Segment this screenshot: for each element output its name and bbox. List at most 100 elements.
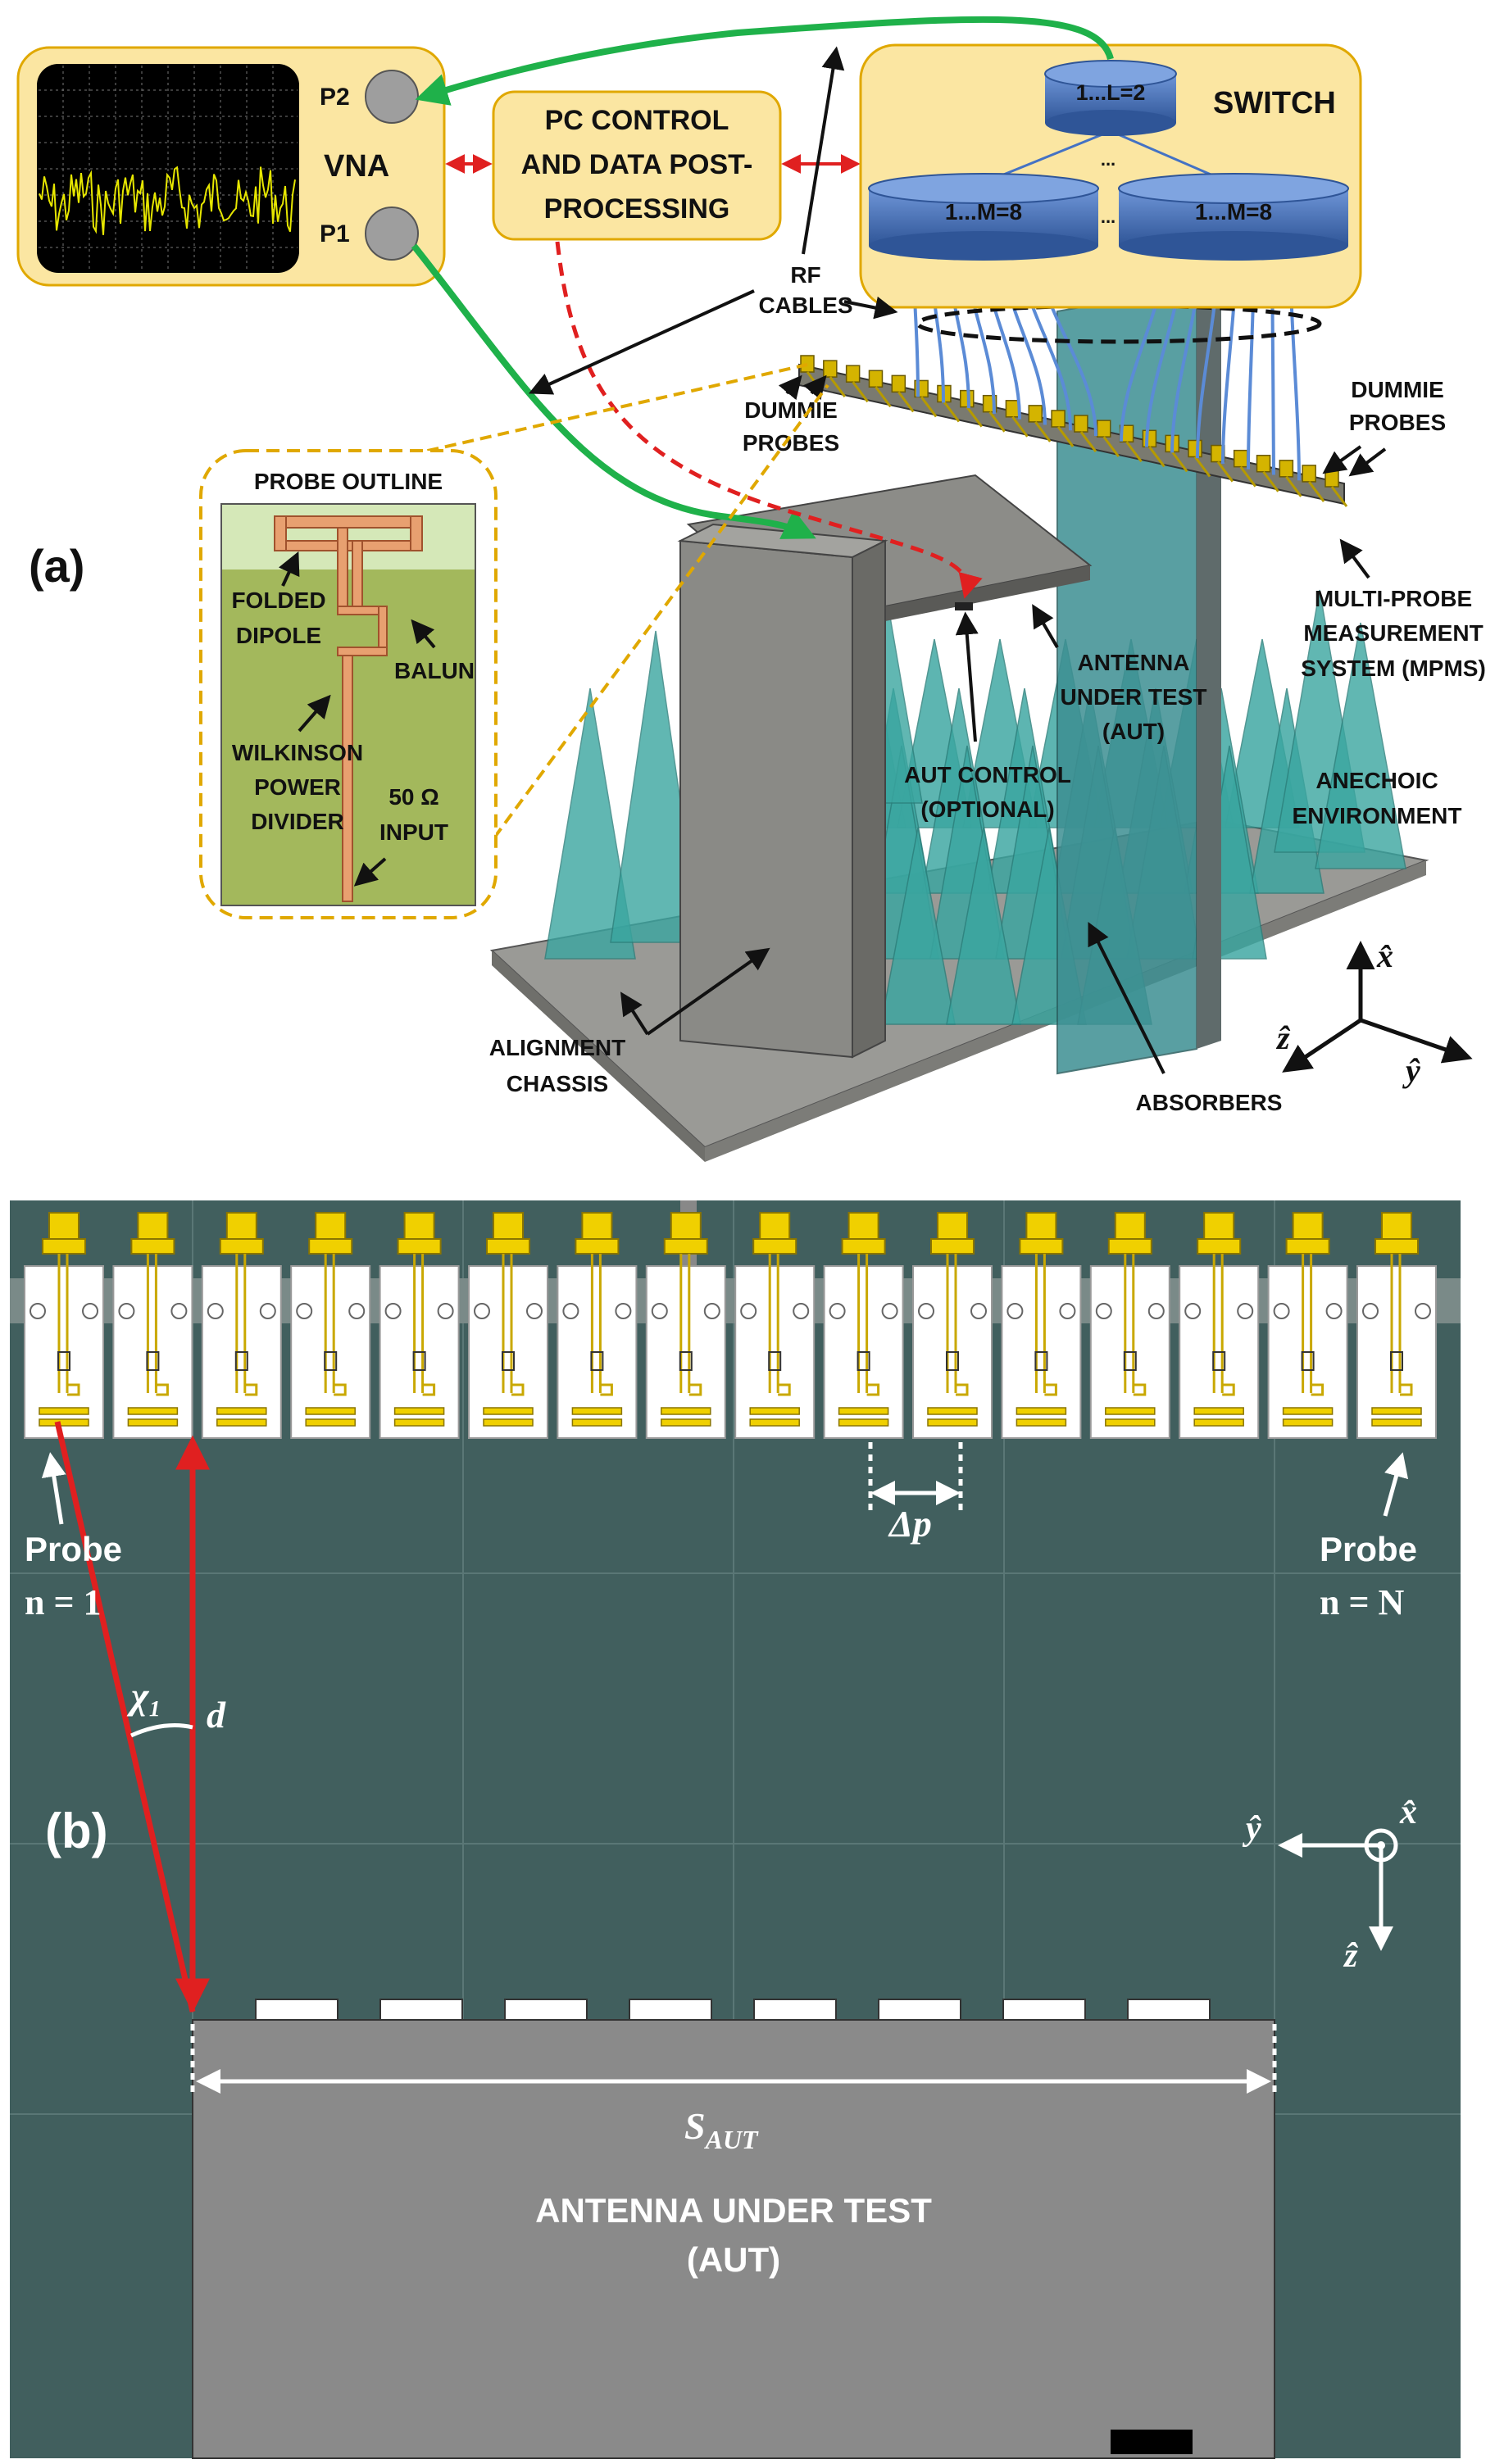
pointer-dummie-right-1: [1322, 445, 1362, 474]
aut-element: [878, 1999, 961, 2022]
probe-connector: [137, 1212, 169, 1241]
s-aut-label: SAUT: [684, 2105, 759, 2154]
probe-mount-hole: [1059, 1303, 1076, 1319]
axis-a-y: ŷ: [1402, 1052, 1420, 1089]
probe-3d-stem: [1307, 481, 1325, 502]
probe-3d-stem: [1330, 486, 1348, 507]
probe-connector: [493, 1212, 524, 1241]
probe-mount-hole: [1006, 1303, 1024, 1319]
switch-dots-mid: ...: [1101, 206, 1116, 227]
probe-last-line2: n = N: [1320, 1582, 1405, 1622]
probe-dipole: [1371, 1418, 1422, 1427]
pc-line1: PC CONTROL: [545, 105, 729, 136]
probe-connector: [403, 1212, 435, 1241]
probe-3d-stem: [1079, 431, 1097, 452]
probe-3d: [1233, 449, 1248, 468]
probe-balun: [688, 1383, 702, 1396]
absorber-pyramid: [610, 630, 702, 943]
probe-mount-hole: [829, 1303, 846, 1319]
probe-dipole: [1105, 1418, 1156, 1427]
probe-mount-hole: [437, 1303, 454, 1319]
probe-connector: [847, 1212, 879, 1241]
probe-dipole: [1193, 1418, 1244, 1427]
aut-element: [753, 1999, 837, 2022]
probe-balun: [422, 1383, 436, 1396]
absorber-pyramid: [544, 687, 636, 960]
probe-divider: [1301, 1351, 1315, 1371]
probe-3d-stem: [897, 391, 915, 413]
probe-balun: [511, 1383, 525, 1396]
probe-mount-hole: [296, 1303, 313, 1319]
balun-label: BALUN: [394, 658, 475, 683]
red-dashed-control: [555, 241, 983, 599]
dummie-left-line2: PROBES: [743, 430, 839, 456]
probe-dipole: [1282, 1418, 1334, 1427]
probe-connector: [1203, 1212, 1235, 1241]
chi-arc: [129, 1723, 193, 1738]
probe-3d-stem: [829, 376, 847, 397]
probe-array-top-view: [24, 1212, 1437, 1439]
probe-mount-hole: [1273, 1303, 1290, 1319]
probe-connector-base: [930, 1238, 975, 1255]
absorber-pyramid: [946, 827, 1021, 1025]
wilkinson-line3: DIVIDER: [251, 809, 344, 834]
dummie-left-line1: DUMMIE: [744, 397, 838, 423]
axis-b-x: x̂: [1399, 1794, 1417, 1831]
wilkinson-line1: WILKINSON: [232, 740, 363, 765]
probe-divider: [857, 1351, 870, 1371]
probe-balun: [778, 1383, 791, 1396]
dummie-right-line1: DUMMIE: [1351, 377, 1444, 402]
probe-mount-hole: [207, 1303, 224, 1319]
aut-element: [1002, 1999, 1086, 2022]
probe-connector-base: [486, 1238, 530, 1255]
absorber-pyramid: [880, 827, 956, 1025]
dummie-right-line2: PROBES: [1349, 410, 1446, 435]
pointer-probe-first: [41, 1452, 66, 1525]
probe-mount-hole: [1237, 1303, 1254, 1319]
probe-3d-stem: [920, 396, 938, 418]
probe-divider: [679, 1351, 693, 1371]
panel-b-label: (b): [45, 1804, 108, 1858]
anechoic-line1: ANECHOIC: [1315, 768, 1438, 793]
rf-cables-line2: CABLES: [758, 293, 852, 318]
probe-connector: [670, 1212, 702, 1241]
probe-dipole: [749, 1418, 800, 1427]
probe-3d-stem: [1034, 420, 1052, 442]
probe-mount-hole: [740, 1303, 757, 1319]
probe-mount-hole: [881, 1303, 898, 1319]
probe-dipole: [571, 1418, 623, 1427]
folded-dipole-line1: FOLDED: [231, 588, 325, 613]
probe-3d: [800, 355, 815, 373]
probe-connector-base: [841, 1238, 886, 1255]
pointer-alignment: [646, 947, 770, 1036]
probe-dipole: [1193, 1407, 1244, 1415]
probe-dipole: [749, 1407, 800, 1415]
rf-cables-line1: RF: [790, 262, 820, 288]
red-slant-line: [54, 1421, 196, 2012]
aut-line2: UNDER TEST: [1061, 684, 1207, 710]
probe-3d: [1142, 429, 1157, 448]
probe-mount-hole: [651, 1303, 668, 1319]
probe-connector: [759, 1212, 791, 1241]
probe-balun: [1044, 1383, 1057, 1396]
switch-level2a-label: 1...M=8: [945, 199, 1022, 225]
absorbers-label: ABSORBERS: [1136, 1090, 1283, 1115]
aut-connector: [1111, 2430, 1193, 2454]
d-label: d: [207, 1694, 226, 1736]
probe-dipole: [661, 1407, 711, 1415]
probe-3d: [1325, 470, 1339, 488]
probe-3d: [1051, 410, 1066, 428]
probe-mount-hole: [526, 1303, 543, 1319]
probe-dipole: [393, 1407, 445, 1415]
probe-dipole: [838, 1418, 889, 1427]
probe-divider: [234, 1351, 248, 1371]
probe-3d: [845, 365, 861, 383]
pointer-dummie-left-2: [802, 374, 827, 401]
probe-dipole: [838, 1407, 889, 1415]
probe-dipole: [661, 1418, 711, 1427]
axis-a-z: ẑ: [1275, 1019, 1291, 1056]
mpms-line1: MULTI-PROBE: [1315, 586, 1472, 611]
probe-dipole: [127, 1407, 179, 1415]
probe-dipole: [483, 1407, 534, 1415]
s-aut-subscript: AUT: [704, 2125, 759, 2154]
